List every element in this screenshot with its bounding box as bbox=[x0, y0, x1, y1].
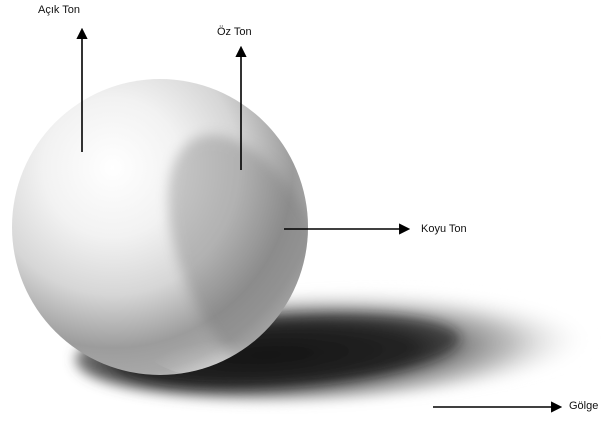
label-highlight: Açık Ton bbox=[38, 4, 80, 16]
label-halftone: Öz Ton bbox=[217, 26, 252, 38]
label-cast-shadow: Gölge bbox=[569, 400, 598, 412]
label-core-shadow: Koyu Ton bbox=[421, 223, 467, 235]
